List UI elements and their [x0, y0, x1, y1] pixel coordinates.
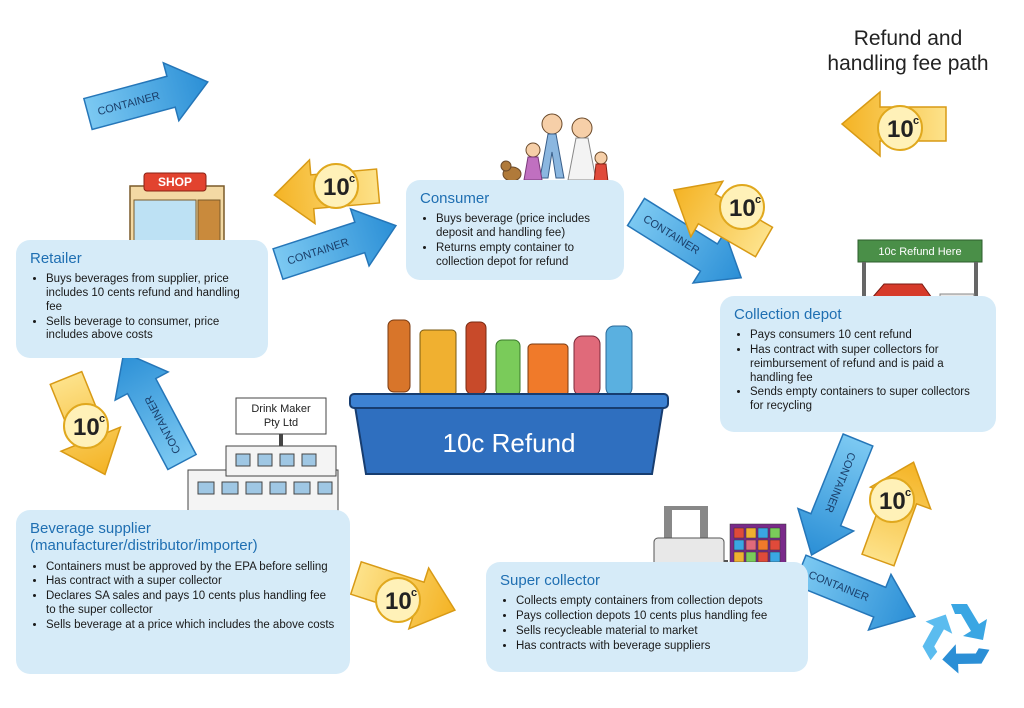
beverage-supplier-title-line1: Beverage supplier — [30, 520, 151, 537]
container-arrow-supplier-to-retailer: CONTAINER — [96, 337, 210, 477]
beverage-supplier-title: Beverage supplier (manufacturer/distribu… — [30, 520, 336, 555]
svg-text:c: c — [411, 587, 417, 599]
beverage-supplier-box: Beverage supplier (manufacturer/distribu… — [16, 510, 350, 674]
collection-depot-bullets: Pays consumers 10 cent refund Has contra… — [734, 329, 982, 414]
list-item: Buys beverage (price includes deposit an… — [436, 213, 610, 241]
list-item: Sells beverage to consumer, price includ… — [46, 316, 254, 344]
legend-line-2: handling fee path — [827, 52, 989, 76]
super-collector-bullets: Collects empty containers from collectio… — [500, 595, 794, 653]
coin-10c: 10 c — [719, 184, 765, 230]
legend-title: Refund and handling fee path — [808, 26, 1008, 76]
svg-text:c: c — [349, 173, 355, 185]
coin-10c: 10 c — [869, 477, 915, 523]
coin-10c: 10 c — [63, 403, 109, 449]
list-item: Declares SA sales and pays 10 cents plus… — [46, 590, 336, 618]
shop-sign-text: SHOP — [158, 175, 192, 189]
consumer-bullets: Buys beverage (price includes deposit an… — [420, 213, 610, 269]
svg-text:10: 10 — [887, 116, 914, 143]
retailer-title: Retailer — [30, 250, 82, 267]
bin-label: 10c Refund — [443, 428, 576, 458]
consumer-title: Consumer — [420, 190, 490, 207]
factory-illustration: Drink Maker Pty Ltd — [187, 397, 339, 529]
svg-text:10: 10 — [729, 195, 756, 222]
consumer-box: Consumer Buys beverage (price includes d… — [406, 180, 624, 280]
list-item: Pays consumers 10 cent refund — [750, 329, 982, 343]
coin-10c: 10 c — [375, 577, 421, 623]
coin-10c: 10 c — [877, 105, 923, 151]
family-illustration — [500, 113, 609, 183]
svg-text:c: c — [905, 487, 911, 499]
svg-text:10: 10 — [385, 588, 412, 615]
list-item: Sells recycleable material to market — [516, 625, 794, 639]
list-item: Has contract with super collectors for r… — [750, 344, 982, 385]
refund-bin-illustration: 10c Refund — [349, 319, 669, 475]
beverage-supplier-bullets: Containers must be approved by the EPA b… — [30, 561, 336, 633]
list-item: Sells beverage at a price which includes… — [46, 619, 336, 633]
collection-depot-box: Collection depot Pays consumers 10 cent … — [720, 296, 996, 432]
svg-text:10: 10 — [879, 488, 906, 515]
svg-text:c: c — [913, 115, 919, 127]
factory-sign-line2: Pty Ltd — [264, 417, 298, 429]
container-arrow-supercollector-to-recycling: CONTAINER — [788, 541, 927, 646]
depot-sign-text: 10c Refund Here — [878, 246, 961, 258]
container-arrow-retailer-to-consumer: CONTAINER — [267, 196, 406, 294]
legend-line-1: Refund and — [853, 27, 963, 50]
retailer-bullets: Buys beverages from supplier, price incl… — [30, 273, 254, 343]
list-item: Collects empty containers from collectio… — [516, 595, 794, 609]
svg-text:10: 10 — [73, 414, 100, 441]
svg-text:c: c — [99, 413, 105, 425]
retailer-box: Retailer Buys beverages from supplier, p… — [16, 240, 268, 358]
list-item: Returns empty container to collection de… — [436, 242, 610, 270]
svg-text:10: 10 — [323, 174, 350, 201]
factory-sign-line1: Drink Maker — [251, 403, 311, 415]
super-collector-box: Super collector Collects empty container… — [486, 562, 808, 672]
super-collector-title: Super collector — [500, 572, 601, 589]
container-arrow-top-left: CONTAINER — [79, 52, 217, 144]
list-item: Has contracts with beverage suppliers — [516, 640, 794, 654]
list-item: Pays collection depots 10 cents plus han… — [516, 610, 794, 624]
list-item: Sends empty containers to super collecto… — [750, 386, 982, 414]
coin-10c: 10 c — [313, 163, 359, 209]
beverage-supplier-title-line2: (manufacturer/distributor/importer) — [30, 537, 258, 555]
collection-depot-title: Collection depot — [734, 306, 842, 323]
list-item: Containers must be approved by the EPA b… — [46, 561, 336, 575]
recycle-icon — [922, 604, 990, 674]
svg-text:c: c — [755, 194, 761, 206]
list-item: Has contract with a super collector — [46, 575, 336, 589]
list-item: Buys beverages from supplier, price incl… — [46, 273, 254, 314]
